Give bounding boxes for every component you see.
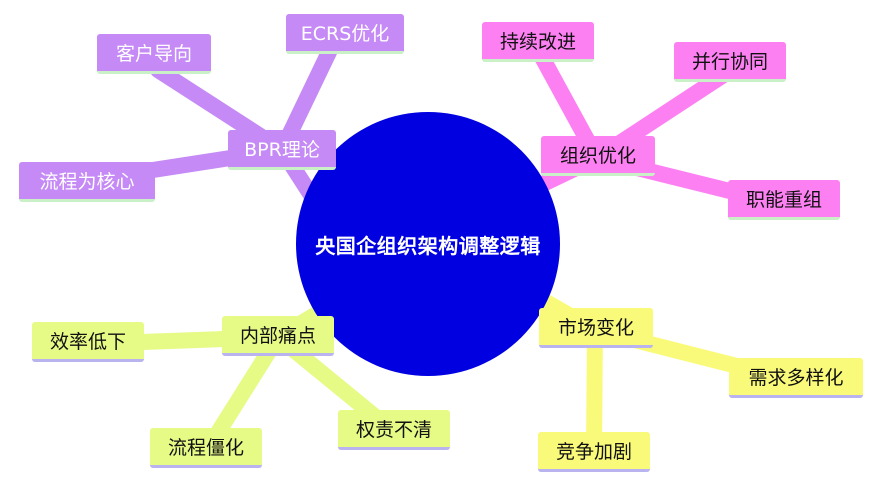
topic-process-core[interactable]: 流程为核心: [19, 162, 155, 202]
topic-ecrs[interactable]: ECRS优化: [286, 14, 404, 54]
branch-internal-pain-points[interactable]: 内部痛点: [222, 316, 334, 356]
topic-customer-oriented[interactable]: 客户导向: [97, 34, 211, 74]
branch-market-change[interactable]: 市场变化: [539, 308, 653, 348]
branch-org-optimization[interactable]: 组织优化: [541, 136, 655, 176]
topic-parallel-collaboration[interactable]: 并行协同: [674, 42, 786, 82]
topic-function-restructure[interactable]: 职能重组: [728, 180, 840, 220]
topic-rigid-process[interactable]: 流程僵化: [150, 428, 262, 468]
topic-low-efficiency[interactable]: 效率低下: [32, 322, 144, 362]
center-topic[interactable]: 央国企组织架构调整逻辑: [296, 112, 560, 376]
branch-bpr[interactable]: BPR理论: [228, 130, 336, 170]
topic-demand-diversification[interactable]: 需求多样化: [729, 358, 863, 398]
center-topic-label: 央国企组织架构调整逻辑: [315, 233, 541, 258]
topic-unclear-duties[interactable]: 权责不清: [338, 410, 450, 450]
connector-market-competition: [586, 322, 603, 460]
topic-competition-intensified[interactable]: 竞争加剧: [538, 432, 650, 472]
topic-continuous-improvement[interactable]: 持续改进: [482, 22, 594, 62]
